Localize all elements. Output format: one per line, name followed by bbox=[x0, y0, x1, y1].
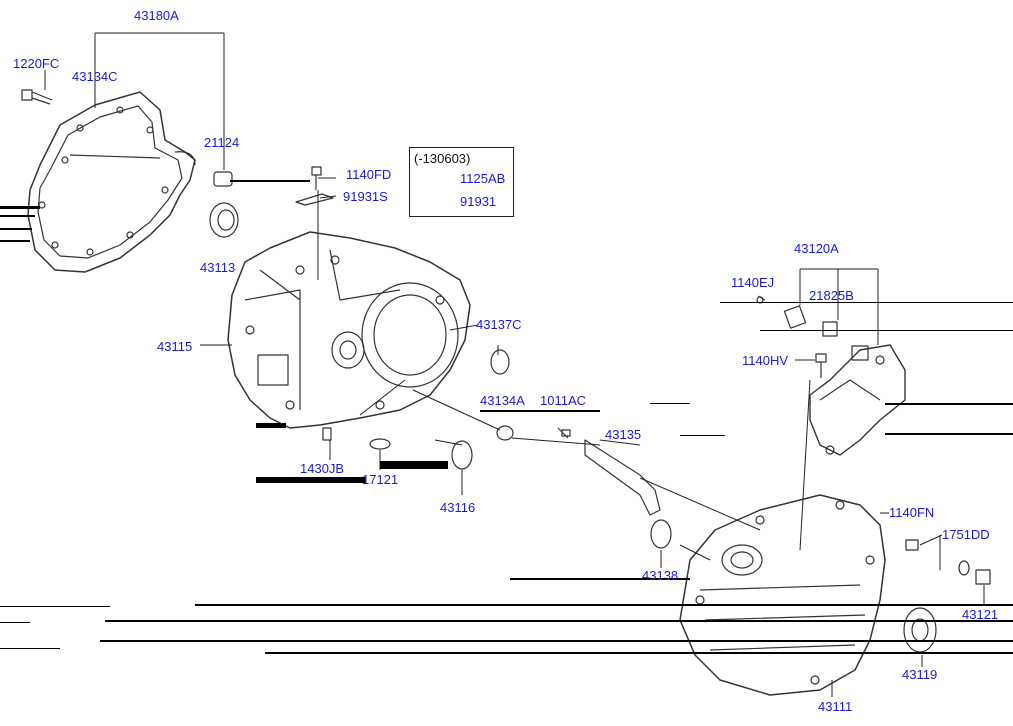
part-label-1220fc[interactable]: 1220FC bbox=[13, 56, 60, 71]
bolt-1220fc-part bbox=[21, 89, 53, 105]
oil-seal-43119-part bbox=[903, 607, 937, 653]
part-label-43111[interactable]: 43111 bbox=[818, 699, 853, 714]
part-label-1140ej[interactable]: 1140EJ bbox=[731, 275, 775, 290]
bolt-1140fd-part bbox=[295, 166, 334, 206]
part-label-1751dd[interactable]: 1751DD bbox=[942, 527, 990, 542]
transaxle-case-part bbox=[227, 231, 471, 429]
part-label-43119[interactable]: 43119 bbox=[902, 667, 938, 682]
part-label-1011ac[interactable]: 1011AC bbox=[540, 393, 587, 408]
mount-bracket-43120a-part bbox=[783, 305, 906, 456]
part-label-43120a[interactable]: 43120A bbox=[794, 241, 839, 256]
part-label-43134c[interactable]: 43134C bbox=[72, 69, 118, 84]
part-label-43137c[interactable]: 43137C bbox=[476, 317, 522, 332]
part-label-1140fn[interactable]: 1140FN bbox=[889, 505, 935, 520]
part-label-21124[interactable]: 21124 bbox=[204, 135, 240, 150]
part-label-1140fd[interactable]: 1140FD bbox=[346, 167, 392, 182]
part-label-43113[interactable]: 43113 bbox=[200, 260, 236, 275]
part-label-43121[interactable]: 43121 bbox=[962, 607, 999, 622]
bolt-1140hv-part bbox=[815, 353, 827, 378]
plug-17121-part bbox=[369, 438, 391, 450]
part-label-43134a[interactable]: 43134A bbox=[480, 393, 525, 408]
part-label-1125ab[interactable]: 1125AB bbox=[460, 171, 506, 186]
scan-artifacts bbox=[0, 180, 1013, 654]
part-label-43115[interactable]: 43115 bbox=[157, 339, 193, 354]
dowel-1430jb-part bbox=[322, 427, 332, 441]
part-label-43180a[interactable]: 43180A bbox=[134, 8, 179, 23]
dowel-pin-21124-part bbox=[213, 171, 233, 187]
disc-43138-part bbox=[650, 519, 672, 549]
leader-lines bbox=[44, 32, 985, 697]
part-label-1430jb[interactable]: 1430JB bbox=[300, 461, 345, 476]
plug-43121-part bbox=[958, 560, 991, 585]
part-label-91931s[interactable]: 91931S bbox=[343, 189, 388, 204]
part-label-21825b[interactable]: 21825B bbox=[809, 288, 854, 303]
part-label-43116[interactable]: 43116 bbox=[440, 500, 476, 515]
disc-43116-part bbox=[451, 440, 473, 470]
part-label-43138[interactable]: 43138 bbox=[642, 568, 679, 583]
part-label-17121[interactable]: 17121 bbox=[362, 472, 399, 487]
bolt-1140fn-part bbox=[905, 539, 919, 551]
bell-housing-cover-part bbox=[27, 91, 196, 273]
part-label-1140hv[interactable]: 1140HV bbox=[742, 353, 789, 368]
note-box-title: (-130603) bbox=[414, 151, 471, 166]
bolt-1011ac-part bbox=[557, 427, 571, 439]
shift-rod-43135-part bbox=[584, 439, 661, 516]
revision-note-box: (-130603) bbox=[409, 147, 514, 217]
part-label-43135[interactable]: 43135 bbox=[605, 427, 642, 442]
transaxle-housing-part bbox=[679, 494, 886, 696]
seal-43134a-part bbox=[496, 425, 514, 441]
oil-seal-43113-part bbox=[209, 202, 239, 238]
disc-43137c-part bbox=[490, 349, 510, 375]
part-label-91931[interactable]: 91931 bbox=[460, 194, 497, 209]
